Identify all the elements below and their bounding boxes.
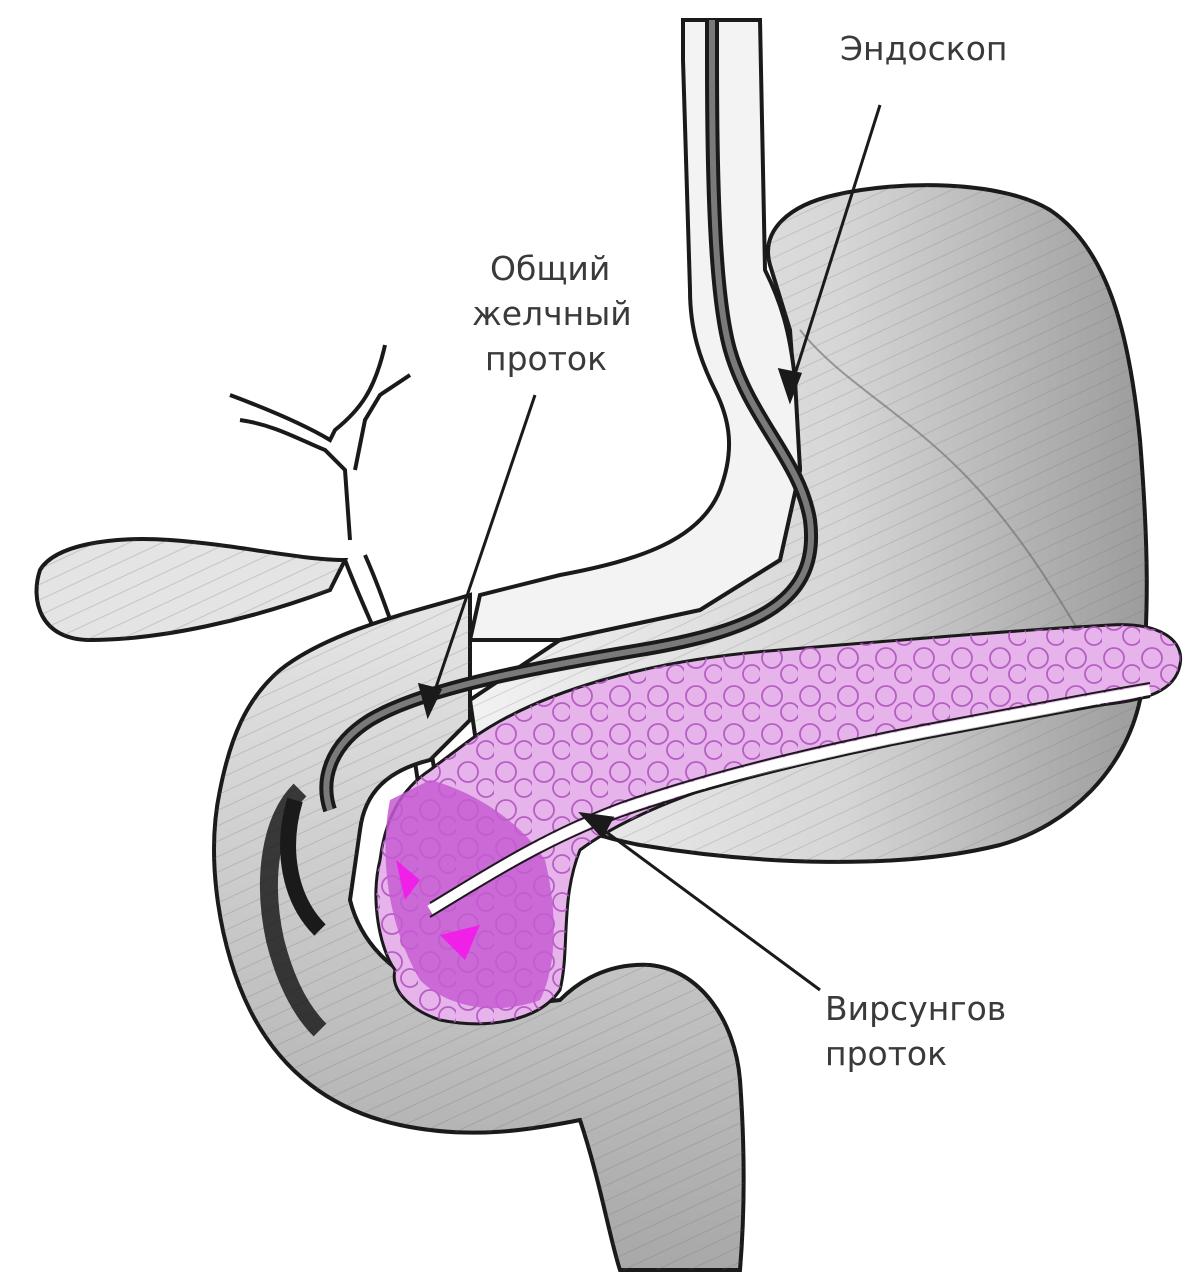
- label-common-bile-duct-line2: желчный: [472, 294, 632, 333]
- label-wirsung-duct-line2: проток: [825, 1034, 947, 1073]
- gallbladder: [37, 539, 345, 640]
- label-common-bile-duct-line1: Общий: [490, 249, 610, 288]
- label-wirsung-duct-line1: Вирсунгов: [825, 989, 1006, 1028]
- label-endoscope: Эндоскоп: [840, 29, 1007, 68]
- bile-duct-pointer: [430, 395, 535, 705]
- label-common-bile-duct-line3: проток: [485, 339, 607, 378]
